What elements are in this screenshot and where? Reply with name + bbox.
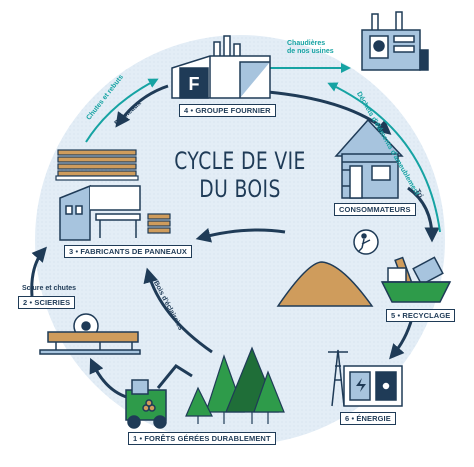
recycling-bin	[380, 256, 452, 303]
label-sawmills: 2 • SCIERIES	[18, 296, 76, 309]
sawdust-pile	[276, 261, 374, 307]
fournier-factory	[171, 35, 271, 99]
boiler-unit	[361, 11, 429, 71]
fournier-logo-letter: F	[189, 74, 200, 94]
arrow-fournier-to-consumers	[267, 90, 392, 135]
consumer-house	[334, 118, 404, 199]
energy-installation	[328, 349, 403, 407]
label-energy: 6 • ÉNERGIE	[340, 412, 396, 425]
forestry-machine	[125, 364, 193, 429]
title-line-1: CYCLE DE VIE	[174, 147, 306, 175]
note-sawdust: Sciure et chutes	[22, 285, 77, 292]
panel-stack	[55, 149, 139, 181]
panel-factory	[59, 184, 141, 241]
recycle-person-icon	[353, 229, 379, 255]
arrow-sawdust-to-panels	[195, 228, 286, 243]
arrow-forest-to-panels	[143, 267, 213, 354]
title-line-2: DU BOIS	[199, 175, 281, 203]
note-boilers-line-2: de nos usines	[287, 48, 334, 55]
label-groupe-fournier: 4 • GROUPE FOURNIER	[179, 104, 276, 117]
note-boilers-line-1: Chaudières	[287, 40, 326, 47]
note-boilers: Chaudières de nos usines	[287, 40, 334, 56]
diagram-title: CYCLE DE VIE DU BOIS	[170, 147, 310, 203]
label-recycling: 5 • RECYCLAGE	[386, 309, 456, 322]
arrow-waste-to-fournier	[327, 82, 441, 233]
forest	[185, 346, 285, 424]
label-panel-makers: 3 • FABRICANTS DE PANNEAUX	[64, 245, 193, 258]
small-panel-stack	[147, 213, 171, 234]
arrow-sawmill-to-panels	[30, 246, 47, 297]
label-forests: 1 • FORÊTS GÉRÉES DURABLEMENT	[128, 432, 276, 445]
arrow-consumers-to-recycling	[407, 186, 440, 243]
arrow-fournier-to-panels	[115, 84, 169, 128]
arrow-offcuts-to-fournier	[85, 78, 159, 143]
sawmill-machine	[39, 313, 141, 355]
label-consumers: CONSOMMATEURS	[334, 203, 416, 216]
